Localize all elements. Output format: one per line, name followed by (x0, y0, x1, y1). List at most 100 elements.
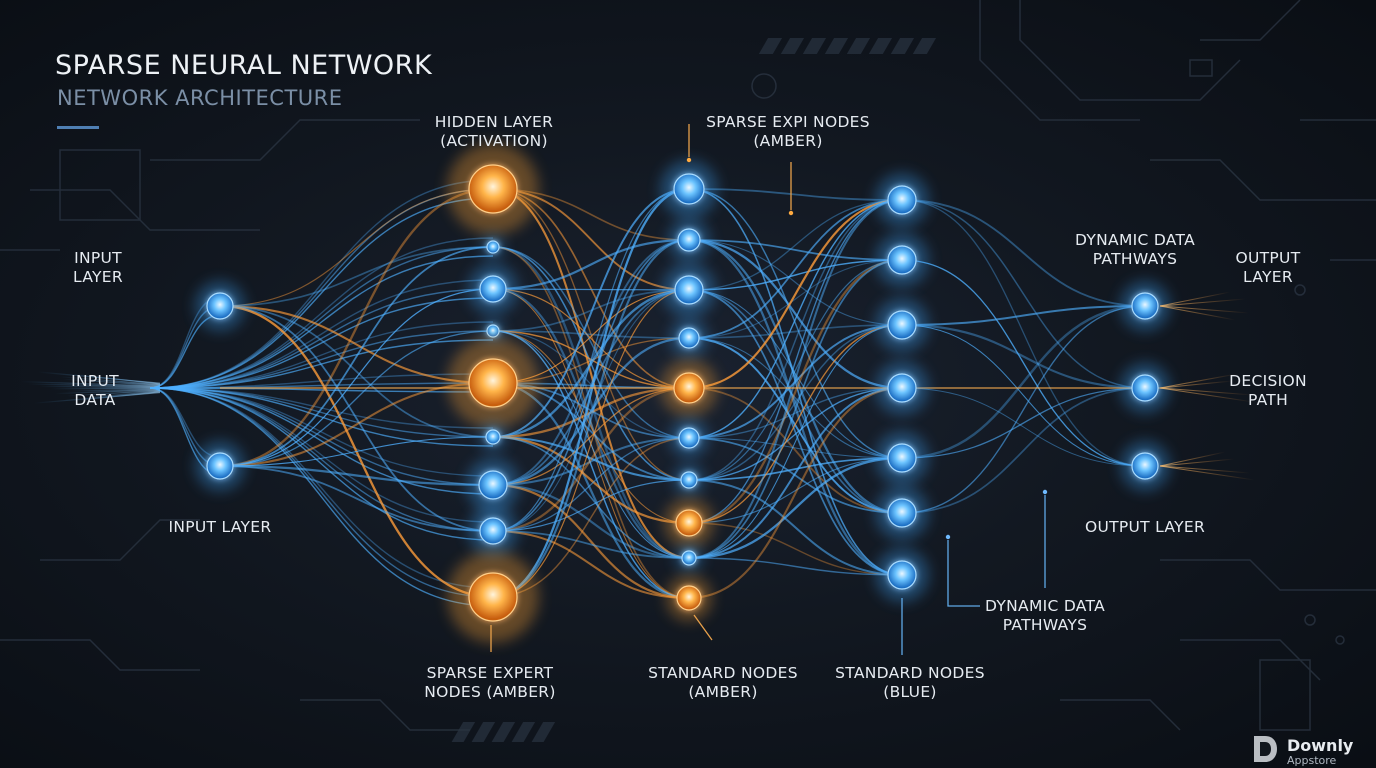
blue-node-L5-3 (1120, 441, 1170, 491)
streak (1159, 380, 1233, 389)
streak (1159, 305, 1236, 321)
streak (20, 381, 161, 387)
pathway (688, 199, 903, 339)
pathway (219, 187, 494, 468)
blue-node-L3-4 (670, 319, 708, 357)
pathway (688, 387, 903, 439)
streak (33, 391, 161, 404)
watermark-name: Downly (1287, 736, 1354, 755)
pathway (492, 436, 690, 559)
pathway (492, 287, 690, 560)
streak (66, 389, 161, 397)
streak (50, 387, 161, 390)
pathway (219, 188, 494, 307)
pathway (688, 324, 903, 481)
blue-node-L2-4 (481, 319, 505, 343)
pathway (901, 387, 1146, 467)
streak (1159, 291, 1231, 307)
pathway (688, 188, 903, 201)
blue-node-L5-2 (1120, 363, 1170, 413)
pathway (901, 199, 1146, 467)
pathway (492, 436, 690, 487)
blue-node-L3-1 (660, 160, 718, 218)
pathway (688, 289, 903, 514)
dynamic-pathways (149, 179, 1160, 607)
pathway (688, 324, 903, 559)
streak (59, 376, 161, 386)
streak (39, 385, 161, 389)
blue-node-L2-8 (468, 506, 518, 556)
downly-logo-icon (1254, 736, 1277, 762)
pathway (219, 304, 494, 385)
streak (1159, 465, 1255, 481)
blue-node-L2-7 (466, 458, 520, 512)
callout-lines (490, 124, 794, 652)
pathway (149, 387, 494, 541)
streak (78, 390, 161, 399)
pathways-layer-1 (219, 187, 494, 599)
decision-path-streaks (1159, 291, 1255, 481)
pathway (901, 324, 1146, 467)
streak (54, 389, 161, 395)
pathway (688, 456, 903, 560)
pathways-layer-3 (688, 188, 903, 600)
pathway (688, 386, 903, 600)
blue-node-L4-6 (875, 486, 929, 540)
callout-dot (686, 157, 692, 163)
pathway (688, 198, 903, 560)
pathway (901, 259, 1146, 467)
pathway (688, 259, 903, 291)
amber-node-L2-5 (447, 337, 539, 429)
pathway (492, 483, 690, 560)
pathway (901, 323, 1146, 390)
amber-node-L3-5 (660, 359, 718, 417)
pathway (688, 324, 903, 339)
pathway (492, 437, 690, 532)
pathway (492, 483, 690, 600)
callout-standard-amber (693, 614, 713, 641)
pathway (219, 465, 494, 532)
blue-node-L2-6 (479, 423, 507, 451)
pathway (492, 288, 690, 389)
pathway (149, 197, 494, 389)
pathway (688, 437, 903, 459)
downly-watermark: Downly Appstore (1251, 733, 1366, 767)
pathway (901, 387, 1146, 459)
pathway (688, 258, 903, 525)
circuit-stripes (451, 38, 937, 742)
pathway (688, 437, 903, 514)
pathway (149, 297, 494, 389)
pathway (492, 530, 690, 559)
pathway (688, 387, 903, 481)
pathways-layer-4 (901, 199, 1146, 514)
pathway (219, 436, 494, 467)
pathway (149, 387, 494, 607)
blue-node-L3-2 (668, 219, 710, 261)
blue-node-L2-3 (468, 264, 518, 314)
streak (1159, 373, 1237, 389)
pathway (901, 304, 1146, 327)
pathway (219, 330, 494, 467)
streak (1159, 465, 1250, 474)
input-data-streaks (20, 371, 161, 404)
amber-node-L2-1 (447, 143, 539, 235)
pathway (219, 288, 494, 467)
pathway (492, 288, 690, 439)
pathway (219, 246, 494, 467)
pathway (149, 387, 494, 589)
pathway (688, 199, 903, 524)
label-sparse-expi-nodes: SPARSE EXPI NODES(AMBER) (706, 113, 870, 150)
pathway (901, 199, 1146, 389)
pathway (688, 387, 903, 514)
amber-node-L2-9 (447, 551, 539, 643)
pathway (149, 255, 494, 389)
streak (1159, 387, 1254, 403)
diagram-title: SPARSE NEURAL NETWORK (55, 50, 433, 81)
streak (65, 388, 161, 392)
callout-lines-blue (901, 489, 1048, 655)
